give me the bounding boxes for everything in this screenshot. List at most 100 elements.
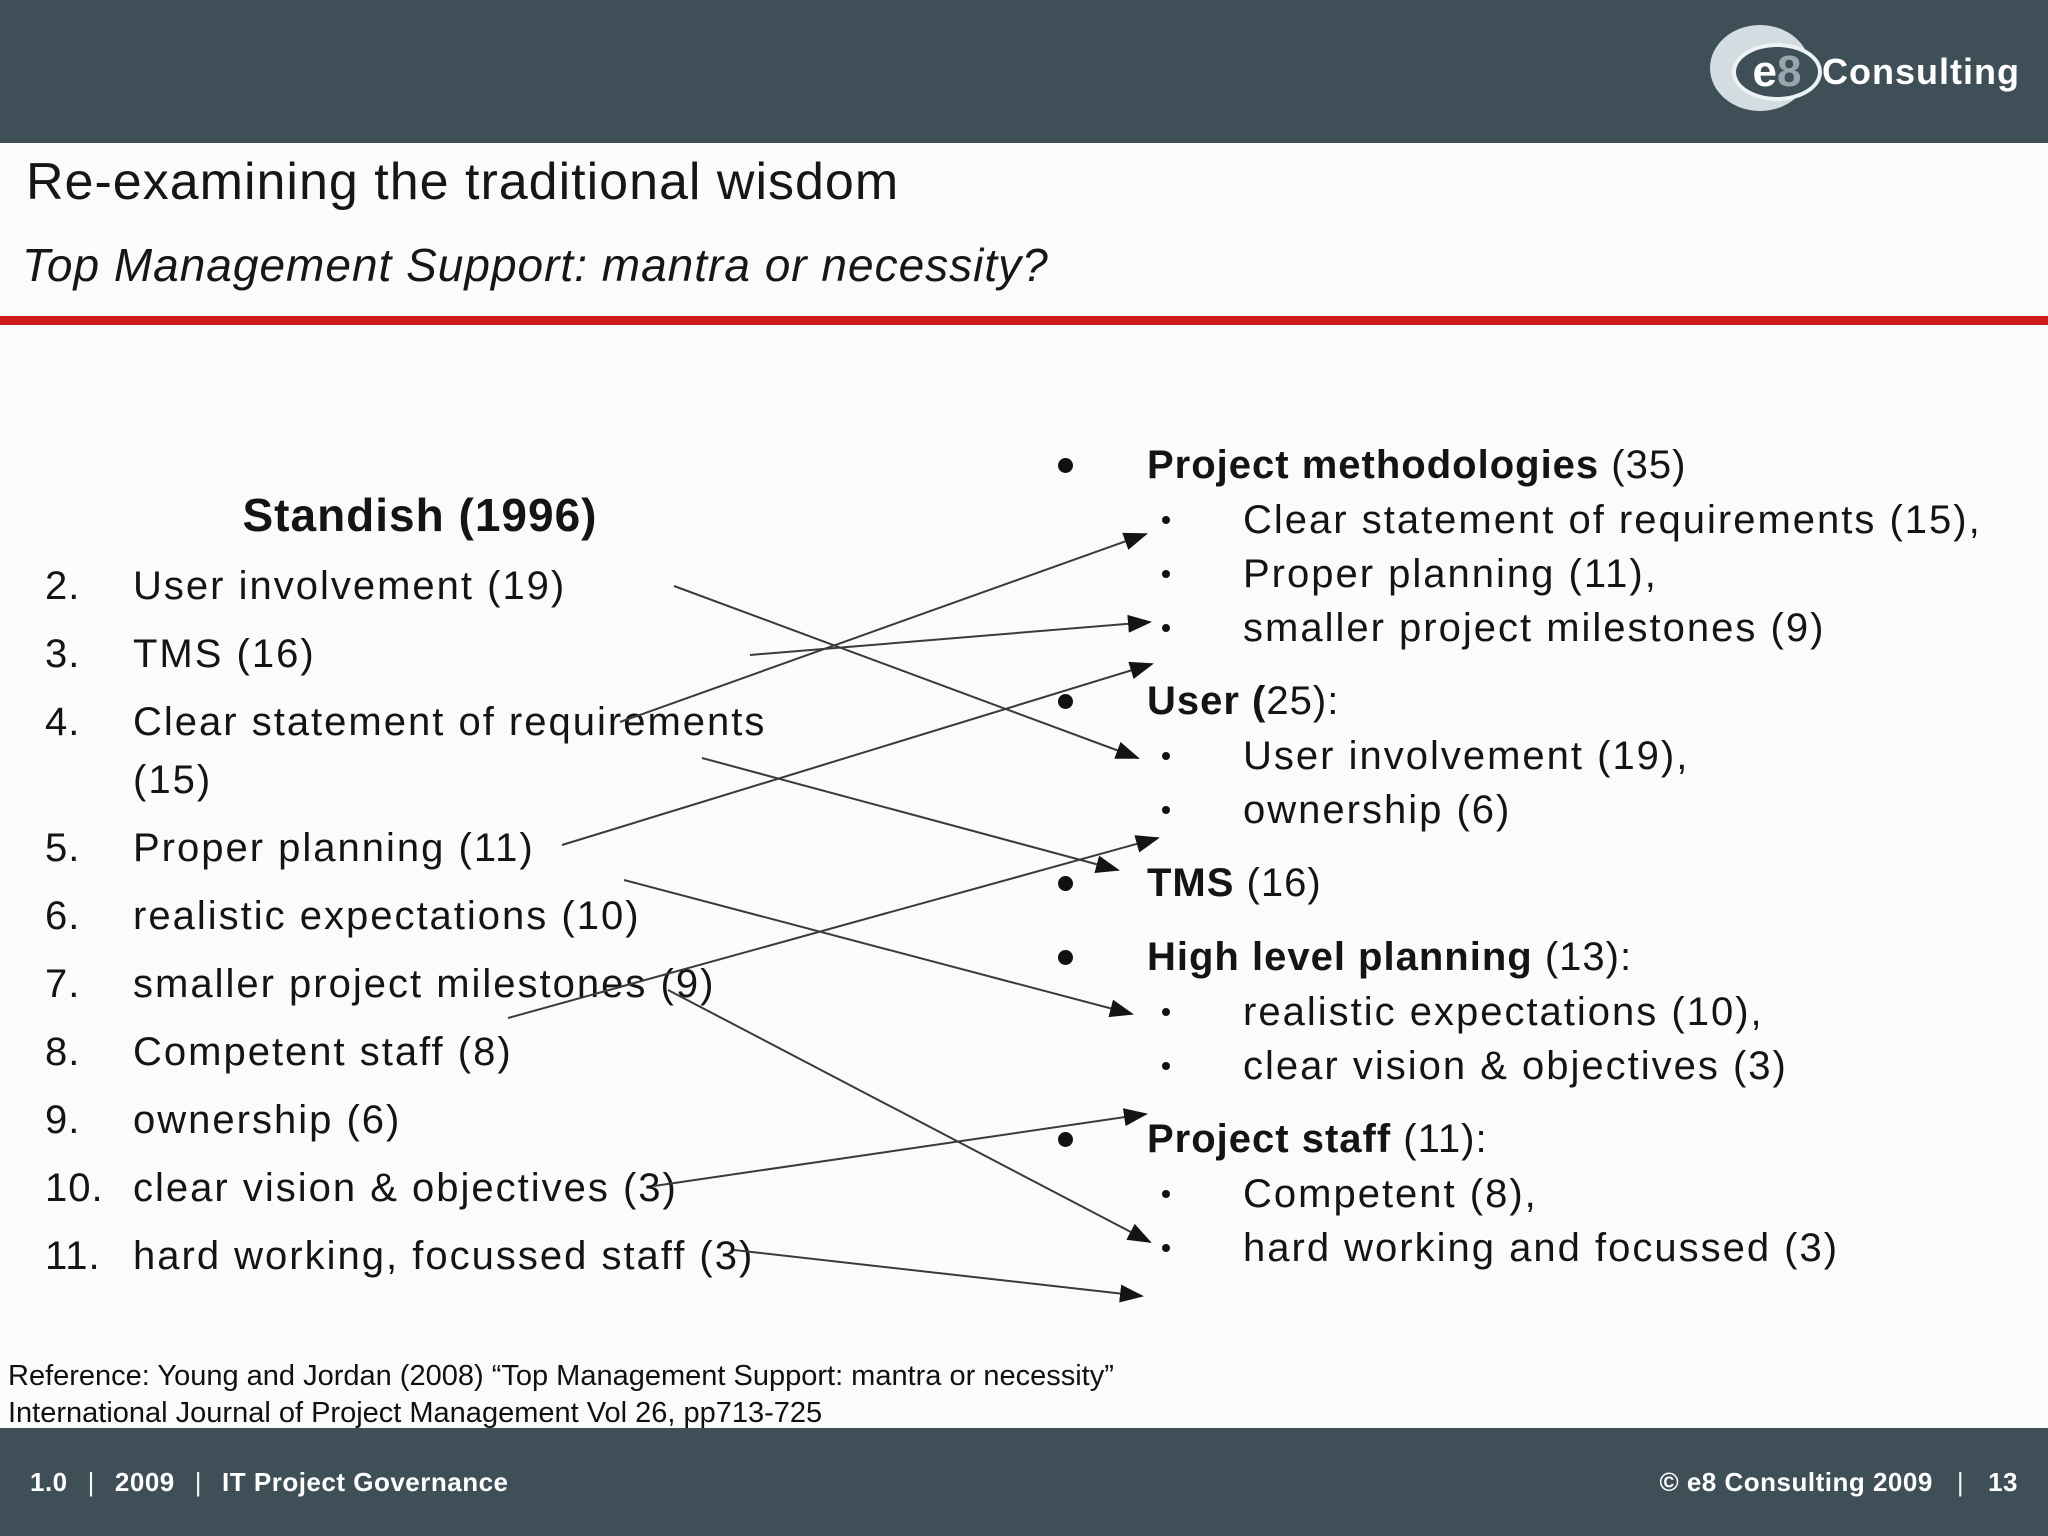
list-item: 6. realistic expectations (10) [45,887,925,945]
category-item: Project staff (11): [1040,1111,2030,1167]
item-number: 3. [45,632,81,676]
footer-copyright: © e8 Consulting 2009 [1659,1466,1933,1497]
category-sub-item: hard working and focussed (3) [1040,1221,2030,1275]
sub-item-text: Clear statement of requirements (15), [1243,498,1982,542]
category-label: Project staff [1147,1117,1392,1161]
sub-bullet-icon [1162,806,1170,814]
item-number: 2. [45,564,81,608]
sub-item-text: hard working and focussed (3) [1243,1226,1840,1270]
logo-inner-ellipse-icon: e8 [1732,43,1823,101]
sub-item-text: Competent (8), [1243,1172,1538,1216]
footer-page-number: 13 [1988,1466,2018,1497]
item-number: 4. [45,700,81,744]
category-item: TMS (16) [1040,855,2030,911]
category-item: High level planning (13): [1040,929,2030,985]
left-column-heading: Standish (1996) [242,489,598,541]
item-text: realistic expectations (10) [133,894,641,938]
category-label: High level planning [1147,935,1533,979]
category-sub-item: User involvement (19), [1040,729,2030,783]
item-text: clear vision & objectives (3) [133,1166,678,1210]
bullet-icon [1058,694,1073,709]
footer-separator: | [87,1466,95,1497]
category-item: Project methodologies (35) [1040,437,2030,493]
item-number: 9. [45,1098,81,1142]
list-item: 3. TMS (16) [45,625,925,683]
list-item: 5. Proper planning (11) [45,819,925,877]
logo-consulting-text: Consulting [1822,51,2020,92]
item-number: 8. [45,1030,81,1074]
category-sub-item: Clear statement of requirements (15), [1040,493,2030,547]
bullet-icon [1058,1132,1073,1147]
sub-bullet-icon [1162,516,1170,524]
item-text: ownership (6) [133,1098,402,1142]
item-text: Proper planning (11) [133,826,535,870]
slide-title: Re-examining the traditional wisdom [26,153,900,211]
list-item: 4. Clear statement of requirements (15) [45,693,925,809]
sub-bullet-icon [1162,1190,1170,1198]
footer-separator: | [1956,1466,1965,1497]
list-item: 7. smaller project milestones (9) [45,955,925,1013]
footer-right: © e8 Consulting 2009 | 13 [1659,1428,2018,1536]
footer-left: 1.0 | 2009 | IT Project Governance [30,1428,509,1536]
sub-item-text: User involvement (19), [1243,734,1690,778]
list-item: 2. User involvement (19) [45,557,925,615]
category-label: Project methodologies [1147,443,1600,487]
category-sub-item: smaller project milestones (9) [1040,601,2030,655]
item-text: Clear statement of requirements (15) [133,700,767,802]
item-text: hard working, focussed staff (3) [133,1234,755,1278]
header-bar: e8 Consulting [0,0,2048,143]
item-text: smaller project milestones (9) [133,962,716,1006]
footer-version: 1.0 [30,1466,68,1497]
sub-item-text: Proper planning (11), [1243,552,1658,596]
category-label: User ( [1147,679,1267,723]
list-item: 11. hard working, focussed staff (3) [45,1227,925,1285]
sub-bullet-icon [1162,752,1170,760]
category-sub-item: Proper planning (11), [1040,547,2030,601]
item-text: TMS (16) [133,632,316,676]
red-divider-rule [0,316,2048,325]
category-count: (13): [1532,935,1633,979]
sub-bullet-icon [1162,1062,1170,1070]
sub-bullet-icon [1162,570,1170,578]
sub-item-text: ownership (6) [1243,788,1512,832]
category-sub-item: ownership (6) [1040,783,2030,837]
slide-subtitle: Top Management Support: mantra or necess… [22,239,1049,291]
sub-bullet-icon [1162,1008,1170,1016]
category-count: (35) [1599,443,1687,487]
bullet-icon [1058,950,1073,965]
sub-item-text: smaller project milestones (9) [1243,606,1826,650]
list-item: 10. clear vision & objectives (3) [45,1159,925,1217]
category-sub-item: clear vision & objectives (3) [1040,1039,2030,1093]
footer-separator: | [194,1466,203,1497]
item-number: 7. [45,962,81,1006]
list-item: 8. Competent staff (8) [45,1023,925,1081]
reference-line-2: International Journal of Project Managem… [8,1397,823,1429]
category-sub-item: realistic expectations (10), [1040,985,2030,1039]
bullet-icon [1058,458,1073,473]
sub-bullet-icon [1162,1244,1170,1252]
reference-block: Reference: Young and Jordan (2008) “Top … [8,1358,1114,1432]
item-text: Competent staff (8) [133,1030,513,1074]
item-number: 5. [45,826,81,870]
sub-item-text: clear vision & objectives (3) [1243,1044,1788,1088]
footer-department: IT Project Governance [222,1466,509,1497]
standish-numbered-list: 2. User involvement (19) 3. TMS (16) 4. Cle… [45,557,925,1295]
category-count: 25): [1266,679,1340,723]
item-number: 6. [45,894,81,938]
category-sub-item: Competent (8), [1040,1167,2030,1221]
category-bullet-list: Project methodologies (35) Clear stateme… [1040,437,2030,1275]
category-item: User (25): [1040,673,2030,729]
sub-item-text: realistic expectations (10), [1243,990,1764,1034]
logo-e8-text: e8 [1752,47,1802,96]
item-text: User involvement (19) [133,564,567,608]
footer-year: 2009 [114,1466,175,1497]
item-number: 11. [45,1234,101,1278]
list-item: 9. ownership (6) [45,1091,925,1149]
category-count: (16) [1234,861,1322,905]
item-number: 10. [45,1166,104,1210]
sub-bullet-icon [1162,624,1170,632]
footer-bar: 1.0 | 2009 | IT Project Governance © e8 … [0,1428,2048,1536]
category-label: TMS [1147,861,1235,905]
reference-line-1: Reference: Young and Jordan (2008) “Top … [8,1360,1114,1392]
